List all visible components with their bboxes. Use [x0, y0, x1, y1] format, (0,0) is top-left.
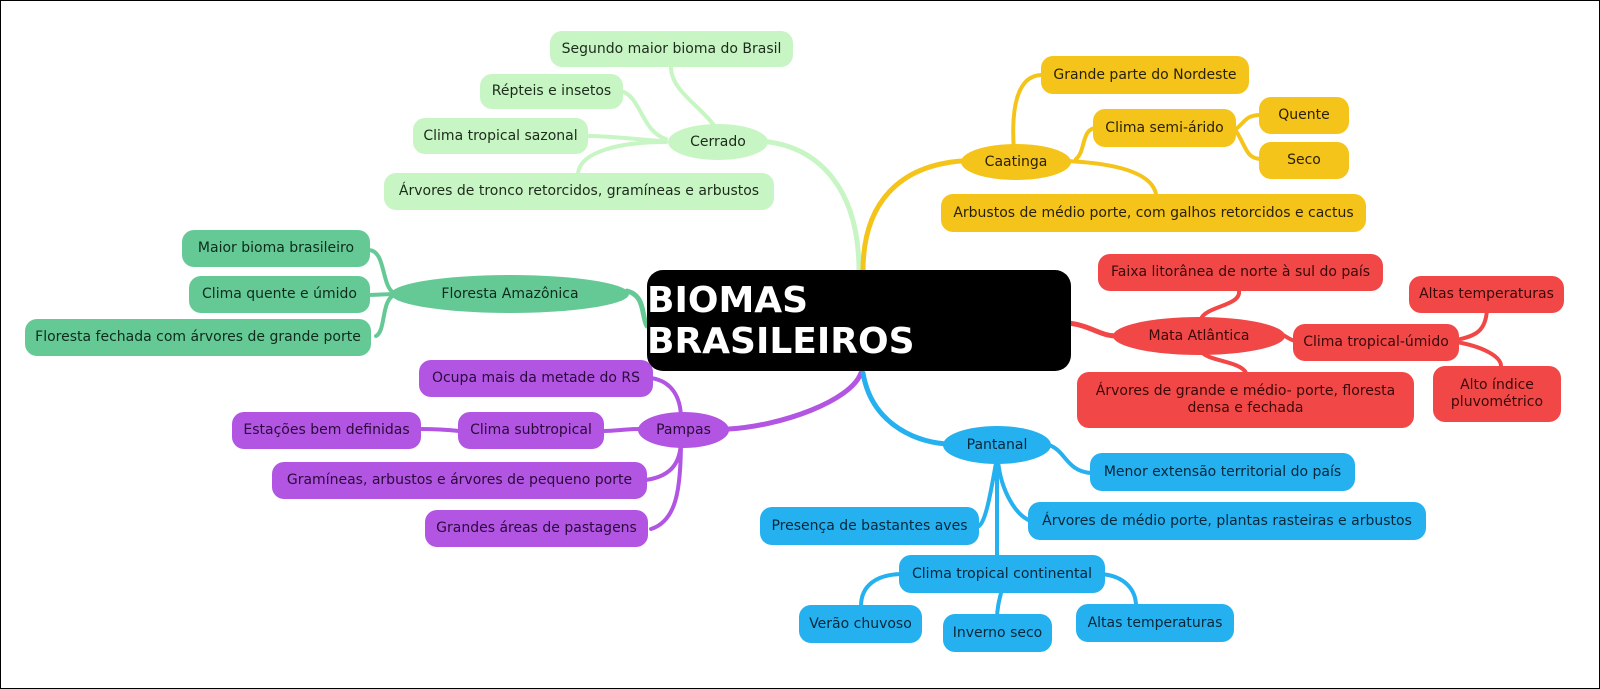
connector-mata-faixa	[1199, 289, 1241, 321]
connector-root-cerrado	[758, 138, 862, 274]
mata-item-faixa[interactable]: Faixa litorânea de norte à sul do país	[1098, 254, 1383, 291]
pampas-item-clima[interactable]: Clima subtropical	[458, 412, 604, 449]
connector-root-caatinga	[860, 158, 964, 274]
connector-clima-quente	[1234, 113, 1263, 131]
caatinga-item-nordeste[interactable]: Grande parte do Nordeste	[1041, 56, 1249, 94]
connector-clima-estacoes	[417, 427, 461, 433]
mata-clima-altas-temperaturas[interactable]: Altas temperaturas	[1409, 276, 1564, 313]
connector-cerrado-clima	[584, 134, 663, 143]
connector-clima-alto	[1454, 340, 1503, 368]
caatinga-clima-quente[interactable]: Quente	[1259, 97, 1349, 134]
connector-caatinga-clima	[1074, 126, 1098, 161]
connector-amazonia-clima	[367, 292, 396, 297]
root-node[interactable]: BIOMAS BRASILEIROS	[647, 270, 1071, 371]
connector-cerrado-segundo	[669, 65, 718, 130]
caatinga-item-arbustos[interactable]: Arbustos de médio porte, com galhos reto…	[941, 194, 1366, 232]
pantanal-connectors	[859, 370, 1138, 621]
connector-pampas-pastagens	[649, 437, 683, 531]
connector-clima-altas-pant	[1099, 572, 1138, 608]
connector-clima-verao	[859, 572, 905, 608]
biome-node-floresta-amazonica[interactable]: Floresta Amazônica	[391, 275, 629, 313]
pampas-clima-estacoes[interactable]: Estações bem definidas	[232, 412, 421, 449]
biome-node-caatinga[interactable]: Caatinga	[961, 144, 1071, 180]
caatinga-connectors	[860, 73, 1263, 274]
pampas-item-ocupa[interactable]: Ocupa mais da metade do RS	[419, 360, 653, 397]
connector-pantanal-aves	[977, 461, 998, 528]
pampas-item-gramineas[interactable]: Gramíneas, arbustos e árvores de pequeno…	[272, 462, 647, 499]
biome-node-pantanal[interactable]: Pantanal	[943, 426, 1051, 464]
connector-root-pampas	[726, 370, 864, 432]
pantanal-item-arvores[interactable]: Árvores de médio porte, plantas rasteira…	[1028, 502, 1426, 540]
connector-clima-altas	[1454, 307, 1489, 342]
cerrado-item-segundo-maior[interactable]: Segundo maior bioma do Brasil	[550, 31, 793, 67]
connector-root-pantanal	[860, 370, 949, 447]
cerrado-item-arvores[interactable]: Árvores de tronco retorcidos, gramíneas …	[384, 173, 774, 210]
pantanal-clima-verao[interactable]: Verão chuvoso	[799, 605, 922, 643]
amazonia-item-floresta[interactable]: Floresta fechada com árvores de grande p…	[25, 319, 371, 356]
pantanal-item-menor[interactable]: Menor extensão territorial do país	[1090, 453, 1355, 491]
amazonia-item-clima[interactable]: Clima quente e úmido	[189, 276, 370, 313]
pantanal-clima-inverno[interactable]: Inverno seco	[943, 614, 1052, 652]
biome-node-cerrado[interactable]: Cerrado	[668, 124, 768, 160]
connector-cerrado-arvores	[576, 140, 668, 175]
pantanal-item-aves[interactable]: Presença de bastantes aves	[760, 507, 979, 545]
connector-pampas-clima	[602, 427, 641, 433]
cerrado-item-repteis[interactable]: Répteis e insetos	[480, 74, 623, 109]
connector-root-mata	[1066, 320, 1119, 339]
connector-amazonia-floresta	[374, 293, 396, 338]
connector-pantanal-menor	[1047, 443, 1093, 475]
biome-node-mata-atlantica[interactable]: Mata Atlântica	[1113, 317, 1285, 355]
pampas-item-pastagens[interactable]: Grandes áreas de pastagens	[425, 510, 648, 547]
mata-item-clima[interactable]: Clima tropical-úmido	[1293, 324, 1459, 361]
connector-root-amazonia	[624, 288, 650, 329]
pantanal-item-clima[interactable]: Clima tropical continental	[899, 555, 1105, 593]
mata-item-arvores[interactable]: Árvores de grande e médio- porte, flores…	[1077, 372, 1414, 428]
connector-amazonia-maior	[367, 248, 396, 295]
pantanal-clima-altas[interactable]: Altas temperaturas	[1076, 604, 1234, 642]
connector-caatinga-arbustos	[1064, 159, 1158, 196]
cerrado-connectors	[576, 65, 862, 274]
biome-node-pampas[interactable]: Pampas	[638, 412, 729, 448]
amazonia-item-maior[interactable]: Maior bioma brasileiro	[182, 230, 370, 267]
caatinga-clima-seco[interactable]: Seco	[1259, 142, 1349, 179]
caatinga-item-clima[interactable]: Clima semi-árido	[1093, 109, 1236, 147]
connector-cerrado-repteis	[619, 89, 668, 141]
connector-clima-seco	[1234, 129, 1263, 161]
cerrado-item-clima[interactable]: Clima tropical sazonal	[413, 118, 588, 154]
mata-clima-alto-indice[interactable]: Alto índice pluvométrico	[1433, 366, 1561, 422]
connector-pantanal-arvores	[996, 459, 1033, 523]
connector-caatinga-nordeste	[1011, 73, 1043, 153]
amazonia-connectors	[367, 248, 650, 338]
